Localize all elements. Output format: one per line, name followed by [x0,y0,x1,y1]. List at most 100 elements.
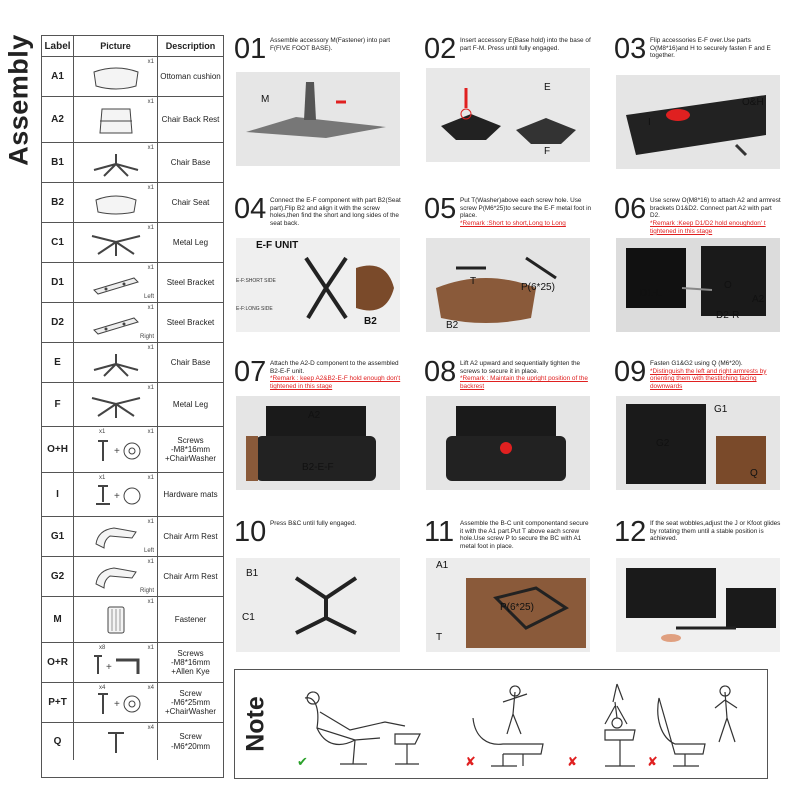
pose-correct-sitting: ✔ [295,678,430,774]
part-label: I [42,473,74,516]
part-side: Left [143,294,154,300]
part-description: Hardware mats [163,489,218,499]
step-instruction: If the seat wobbles,adjust the J or Kfoo… [650,520,782,543]
check-icon: ✔ [297,754,308,769]
step-number: 01 [234,33,267,65]
step-instruction: Press B&C until fully engaged. [270,520,402,528]
part-qty: x1 [147,559,154,565]
part-qty: x1 [147,185,154,191]
photo-callout-label: M [261,94,270,105]
part-description: Screws -M8*16mm +ChairWasher [164,435,217,464]
base-icon [93,353,138,377]
part-picture: x1 [74,183,158,222]
svg-text:+: + [114,699,120,710]
photo-callout-label: P(6*25) [521,282,555,293]
part-label: A2 [42,97,74,142]
part-qty-secondary: x1 [99,475,106,481]
part-label: F [42,383,74,426]
cross-icon: ✘ [465,754,476,769]
leg-icon [91,234,140,256]
screw-icon [107,731,124,753]
part-label: B2 [42,183,74,222]
step-instruction: Insert accessory E(Base hold) into the b… [460,37,592,52]
part-qty: x1 [147,645,154,651]
part-qty: x1 [147,265,154,271]
screw-washer-icon: + [97,692,140,714]
photo-callout-label: C1 [242,612,255,623]
photo-callout-label: A2 [308,410,321,421]
photo-callout-label: B1 [246,568,259,579]
photo-callout-label: B2 [364,316,377,327]
pose-wrong-standing-on-ottoman: ✘ [463,678,558,774]
step-remark: *Remark :Keep D1/D2 hold enoughdon' t ti… [650,220,766,235]
step-number: 06 [614,193,647,225]
note-box: Note ✔ ✘ ✘ ✘ [234,669,768,779]
part-label: Q [42,723,74,760]
photo-callout-label: G1 [714,404,728,415]
part-picture: x1 [74,143,158,182]
part-description: Metal Leg [172,237,209,247]
cross-icon: ✘ [647,754,658,769]
step-instruction: Put T(Washer)above each screw hole. Use … [460,197,592,228]
photo-callout-label: T [436,632,443,643]
leg-icon [91,396,140,418]
part-label: M [42,597,74,642]
photo-callout-label: I [648,117,651,128]
step-number: 07 [234,356,267,388]
part-description: Chair Seat [171,197,210,207]
pose-wrong-handstand: ✘ [565,678,660,774]
step-number: 02 [424,33,457,65]
step-text: Insert accessory E(Base hold) into the b… [460,37,591,52]
fastener-icon [107,606,124,633]
part-qty: x1 [147,345,154,351]
step-instruction: Lift A2 upward and sequentially tighten … [460,360,592,391]
part-description: Chair Back Rest [161,114,220,124]
part-picture: x1 [74,57,158,96]
step-text: Put T(Washer)above each screw hole. Use … [460,197,592,220]
step-instruction: Fasten G1&G2 using Q (M6*20).*Distinguis… [650,360,782,391]
step-instruction: Use screw O(M8*16) to attach A2 and armr… [650,197,782,235]
part-description: Fastener [174,614,207,624]
photo-callout-label: D1-L [640,288,662,299]
part-qty: x1 [147,99,154,105]
part-description: Screws -M8*16mm +Allen Kye [170,648,211,677]
part-side: Left [143,548,154,554]
part-qty: x1 [147,59,154,65]
part-qty: x1 [147,145,154,151]
photo-callout-label: O [724,280,732,291]
part-qty-secondary: x1 [99,429,106,435]
part-description: Chair Base [170,357,211,367]
step-photo [426,396,590,490]
step-photo: M [236,72,400,166]
photo-callout-label: F [544,146,551,157]
part-side: Right [139,588,154,594]
backrest-icon [98,108,133,133]
pose-wrong-standing-on-seat: ✘ [645,678,763,774]
step-text: Connect the E-F component with part B2(S… [270,197,401,228]
step-instruction: Flip accessories E-F over.Use parts O(M8… [650,37,782,60]
photo-callout-label: O&H [742,97,764,108]
